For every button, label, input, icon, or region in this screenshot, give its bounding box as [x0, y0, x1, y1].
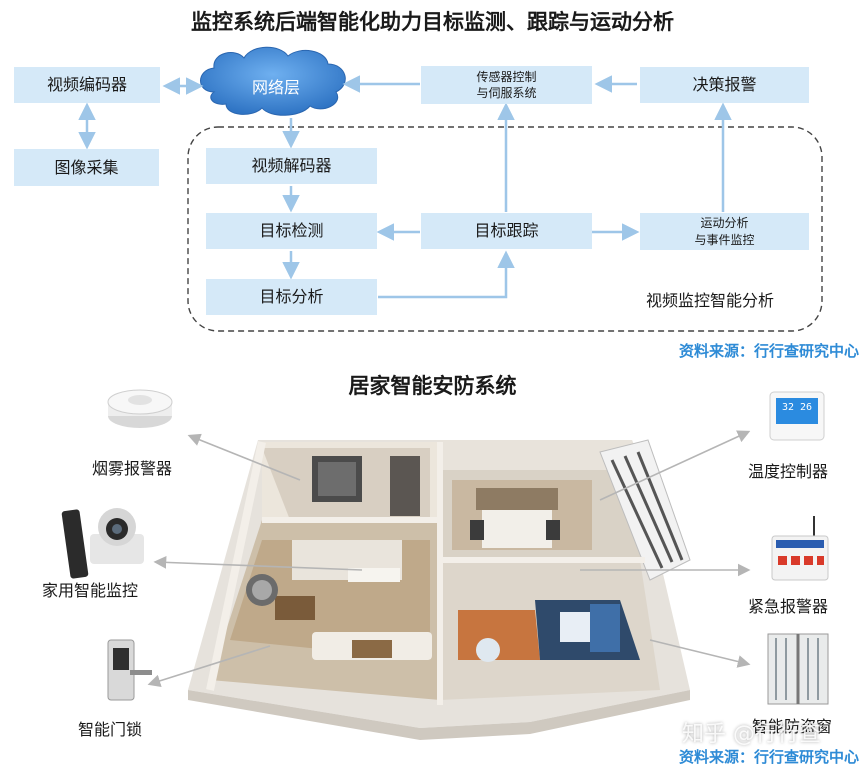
network-cloud-icon — [200, 46, 346, 116]
target-analysis-label: 目标分析 — [259, 287, 324, 307]
motion-analysis-box: 运动分析 与事件监控 — [640, 213, 809, 250]
smart-lock-label: 智能门锁 — [78, 720, 143, 739]
video-decoder-box: 视频解码器 — [206, 148, 377, 184]
top-title: 监控系统后端智能化助力目标监测、跟踪与运动分析 — [191, 10, 674, 34]
thermostat-pointer — [599, 430, 751, 501]
image-capture-label: 图像采集 — [54, 157, 119, 177]
image-capture-box: 图像采集 — [14, 149, 159, 186]
video-encoder-label: 视频编码器 — [46, 75, 127, 95]
sensor-control-label-2: 与伺服系统 — [476, 86, 537, 100]
thermostat-icon — [769, 391, 825, 441]
target-detection-label: 目标检测 — [259, 221, 324, 241]
decision-alarm-label: 决策报警 — [692, 75, 757, 95]
home-camera-pointer — [153, 556, 363, 571]
bottom-source: 资料来源：行行查研究中心 — [678, 748, 859, 766]
bottom-title: 居家智能安防系统 — [348, 374, 517, 398]
target-analysis-box: 目标分析 — [206, 279, 377, 315]
smoke-alarm-icon — [107, 389, 173, 428]
smart-lock-pointer — [147, 645, 271, 688]
motion-analysis-label-2: 与事件监控 — [694, 232, 755, 247]
decision-alarm-box: 决策报警 — [640, 67, 809, 103]
emergency-alarm-icon — [771, 516, 829, 581]
target-tracking-label: 目标跟踪 — [474, 221, 539, 241]
smoke-alarm-label: 烟雾报警器 — [92, 459, 173, 478]
network-layer-label: 网络层 — [252, 78, 301, 97]
video-decoder-label: 视频解码器 — [251, 156, 332, 176]
home-camera-icon — [61, 508, 144, 579]
top-source: 资料来源：行行查研究中心 — [678, 342, 859, 360]
analysis-region — [187, 126, 823, 332]
analysis-to-tracking-arrow — [378, 250, 515, 299]
video-encoder-box: 视频编码器 — [14, 67, 160, 103]
burglar-window-pointer — [649, 639, 751, 668]
sensor-control-label-1: 传感器控制 — [476, 69, 537, 84]
house-illustration — [188, 439, 691, 740]
smoke-alarm-pointer — [187, 433, 301, 481]
thermostat-label: 温度控制器 — [748, 462, 829, 481]
sensor-control-box: 传感器控制 与伺服系统 — [421, 66, 592, 104]
burglar-window-label: 智能防盗窗 — [752, 717, 833, 736]
watermark: 知乎 @行行查 — [682, 722, 821, 747]
motion-analysis-label-1: 运动分析 — [700, 216, 749, 231]
region-label: 视频监控智能分析 — [646, 291, 775, 310]
smart-lock-icon — [107, 639, 152, 701]
emergency-alarm-label: 紧急报警器 — [748, 597, 829, 616]
burglar-window-icon — [767, 633, 829, 705]
thermostat-display: 32 26 — [781, 402, 813, 413]
target-tracking-box: 目标跟踪 — [421, 213, 592, 249]
target-detection-box: 目标检测 — [206, 213, 377, 249]
home-camera-label: 家用智能监控 — [42, 581, 139, 600]
